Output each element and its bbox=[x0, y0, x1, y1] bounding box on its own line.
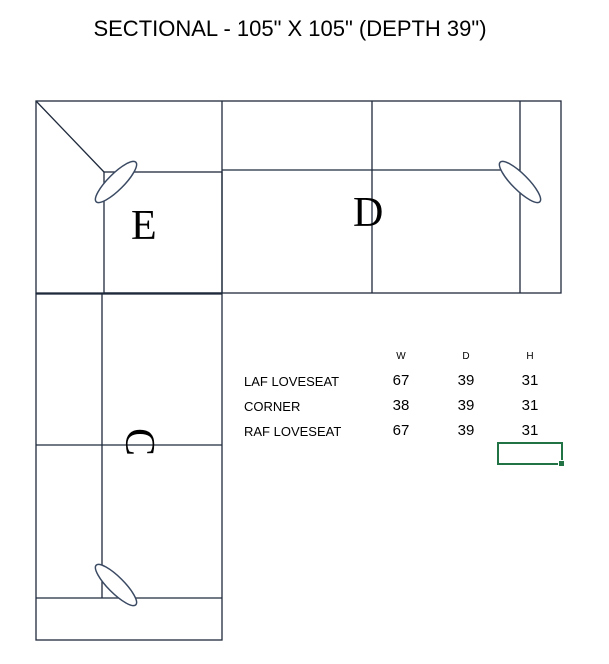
cell-d[interactable]: 39 bbox=[457, 422, 475, 439]
pillow-ellipse bbox=[94, 563, 138, 607]
cell-w[interactable]: 67 bbox=[392, 372, 410, 389]
label-laf-loveseat: C bbox=[116, 428, 162, 456]
row-label[interactable]: RAF LOVESEAT bbox=[244, 424, 342, 439]
header-h: H bbox=[526, 351, 534, 362]
pillow-ellipse bbox=[94, 160, 138, 204]
bottom-section-outline bbox=[35, 293, 223, 641]
cell-w[interactable]: 38 bbox=[392, 397, 410, 414]
row-label[interactable]: CORNER bbox=[244, 399, 301, 414]
cell-h[interactable]: 31 bbox=[521, 397, 539, 414]
corner-seat bbox=[103, 171, 223, 294]
cell-w[interactable]: 67 bbox=[392, 422, 410, 439]
cell-h[interactable]: 31 bbox=[521, 422, 539, 439]
label-corner: E bbox=[131, 203, 157, 249]
cell-d[interactable]: 39 bbox=[457, 372, 475, 389]
corner-diagonal bbox=[35, 100, 105, 173]
header-w: W bbox=[396, 351, 406, 362]
selected-cell[interactable] bbox=[497, 442, 565, 467]
cell-h[interactable]: 31 bbox=[521, 372, 539, 389]
label-raf-loveseat: D bbox=[353, 190, 383, 236]
row-label[interactable]: LAF LOVESEAT bbox=[244, 374, 340, 389]
cell-d[interactable]: 39 bbox=[457, 397, 475, 414]
page-title: SECTIONAL - 105" X 105" (DEPTH 39") bbox=[93, 16, 487, 41]
pillow-ellipse bbox=[498, 160, 542, 204]
top-section-outline bbox=[35, 100, 562, 294]
header-d: D bbox=[462, 351, 470, 362]
